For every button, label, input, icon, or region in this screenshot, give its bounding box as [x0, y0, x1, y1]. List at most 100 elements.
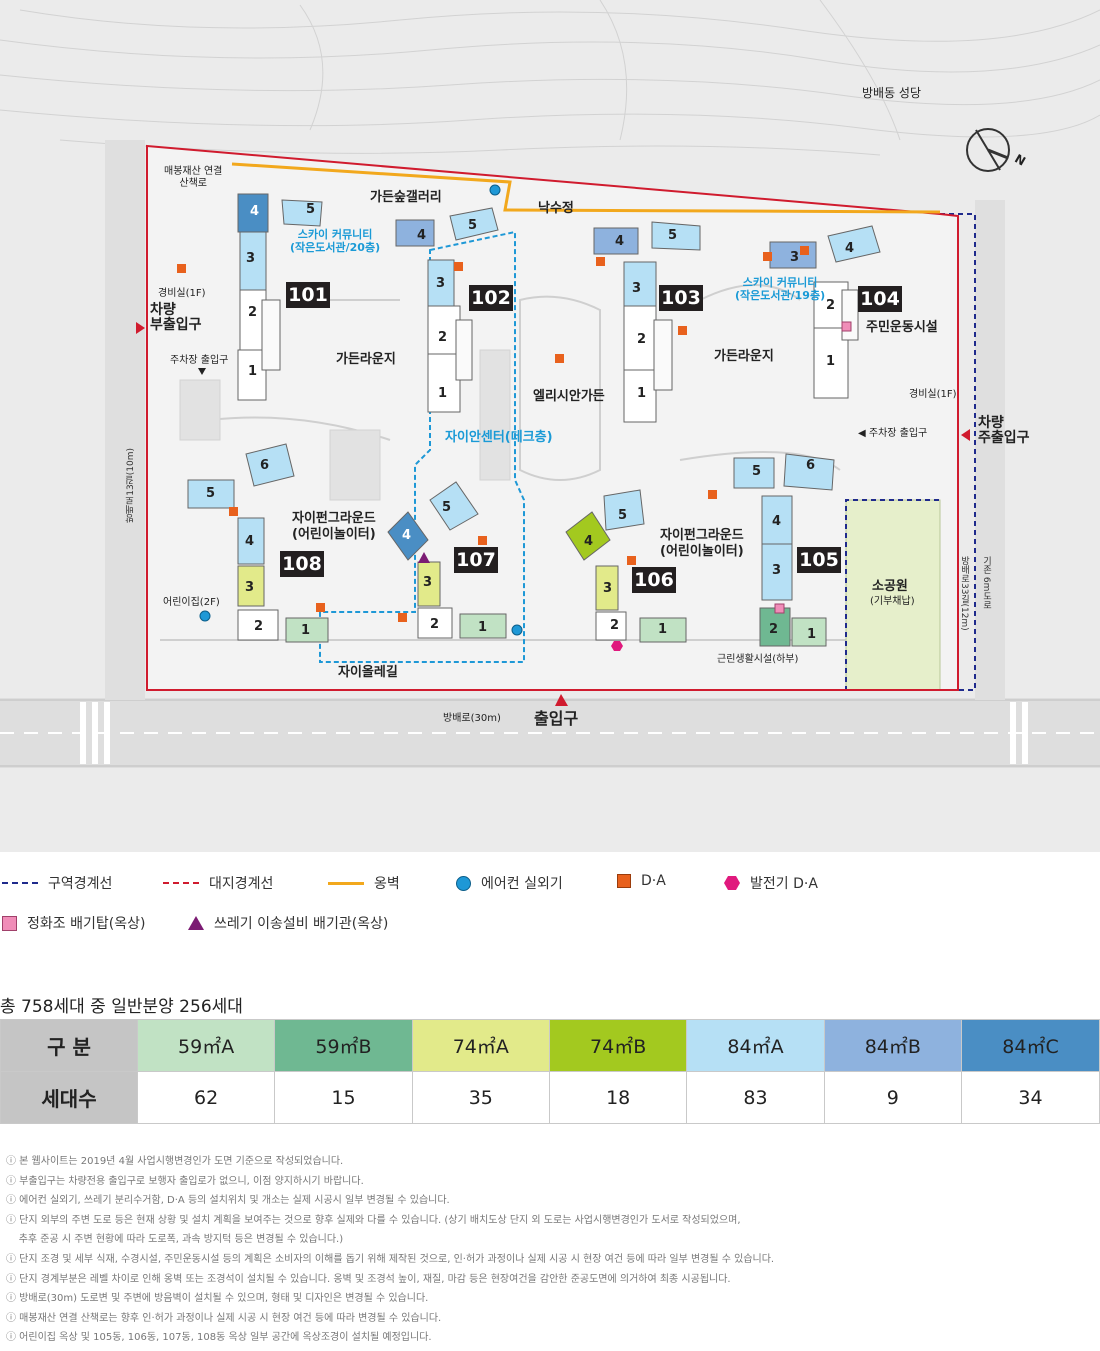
xi-center-label: 자이안센터(데크층) — [445, 430, 553, 445]
road-right-2-label: 기존 6m도로 — [981, 556, 991, 610]
unit-count-cell: 83 — [686, 1071, 825, 1124]
line-number: 5 — [206, 486, 216, 501]
line-number: 1 — [658, 622, 668, 637]
table-row: 세대수 62 15 35 18 83 9 34 — [0, 1071, 1100, 1124]
zone-boundary-line — [845, 213, 976, 691]
line-number: 5 — [306, 202, 316, 217]
compass-icon — [966, 128, 1010, 172]
road-right-label: 방배로33길(12m) — [959, 556, 969, 631]
line-number: 2 — [610, 618, 620, 633]
note-line: ⓘ 부출입구는 차량전용 출입구로 보행자 출입로가 없으니, 이점 양지하시기… — [6, 1175, 364, 1187]
line-number: 4 — [584, 534, 594, 549]
building-103 — [593, 221, 701, 423]
line-number: 5 — [618, 508, 628, 523]
line-number: 5 — [468, 218, 478, 233]
unit-type-cell: 74㎡B — [548, 1019, 688, 1072]
line-number: 2 — [254, 619, 264, 634]
legend-label: 발전기 D·A — [750, 876, 818, 892]
line-number: 3 — [436, 276, 446, 291]
line-number: 2 — [637, 332, 647, 347]
hexagon-icon — [724, 876, 740, 890]
small-park-area — [845, 499, 941, 691]
playground-1-label: 자이펀그라운드 (어린이놀이터) — [292, 511, 376, 542]
garden-lounge-1-label: 가든라운지 — [336, 352, 396, 367]
line-number: 2 — [769, 622, 779, 637]
retail-label: 근린생활시설(하부) — [717, 654, 799, 665]
legend-site-boundary: 대지경계선 — [163, 873, 273, 893]
site-boundary-line — [146, 144, 959, 691]
building-102 — [395, 207, 499, 413]
parking-arrow — [198, 368, 206, 375]
parking-entrance-2-label: ◀ 주차장 출입구 — [858, 428, 928, 439]
unit-count-cell: 9 — [823, 1071, 963, 1124]
line-number: 2 — [438, 330, 448, 345]
note-line: ⓘ 방배로(30m) 도로변 및 주변에 방음벽이 설치될 수 있으며, 형태 … — [6, 1293, 429, 1305]
note-line: ⓘ 본 웹사이트는 2019년 4월 사업시행변경인가 도면 기준으로 작성되었… — [6, 1156, 344, 1167]
guard-house-2-label: 경비실(1F) — [909, 389, 957, 400]
elysian-garden-label: 엘리시안가든 — [533, 389, 605, 404]
building-101 — [237, 193, 323, 401]
legend-label: 에어컨 실외기 — [481, 876, 563, 892]
note-line: ⓘ 매봉재산 연결 산책로는 향후 인·허가 과정이나 실제 시공 시 현장 여… — [6, 1312, 442, 1324]
line-number: 4 — [245, 534, 255, 549]
line-number: 4 — [402, 528, 412, 543]
garbage-marker — [418, 552, 430, 563]
line-number: 4 — [772, 514, 782, 529]
building-108 — [187, 443, 329, 643]
garden-lounge-2-label: 가든라운지 — [714, 349, 774, 364]
unit-count-cell: 34 — [961, 1071, 1100, 1124]
site-plan-map: N 방배동 성당 매봉재산 연결 산책로 가든숲갤러리 낙수정 스카이 커뮤니티… — [0, 0, 1100, 852]
aircon-swatch-icon — [456, 875, 471, 891]
line-number: 6 — [260, 458, 270, 473]
line-number: 1 — [807, 627, 817, 642]
note-line: ⓘ 에어컨 실외기, 쓰레기 분리수거함, D·A 등의 설치위치 및 개소는 … — [6, 1195, 450, 1207]
unit-type-cell: 59㎡A — [136, 1019, 276, 1072]
left-road — [105, 140, 145, 700]
building-108-number: 108 — [280, 551, 324, 577]
line-number: 1 — [826, 354, 836, 369]
line-number: 3 — [423, 575, 433, 590]
table-row-label: 세대수 — [0, 1071, 138, 1124]
site-plan-drawing — [0, 0, 1100, 768]
small-park-sub-label: (기부채납) — [870, 596, 915, 607]
legend-aircon: 에어컨 실외기 — [456, 873, 563, 893]
note-line: ⓘ 단지 경계부분은 레벨 차이로 인해 옹벽 또는 조경석이 설치될 수 있습… — [6, 1273, 731, 1285]
trail-label: 매봉재산 연결 산책로 — [164, 166, 223, 189]
wall-line-swatch — [328, 881, 364, 885]
legend-label: 정화조 배기탑(옥상) — [27, 916, 146, 932]
line-number: 3 — [772, 563, 782, 578]
household-summary: 총 758세대 중 일반분양 256세대 — [0, 997, 243, 1017]
contour-lines — [0, 0, 1100, 156]
da-markers — [177, 246, 809, 622]
line-number: 5 — [668, 228, 678, 243]
generator-marker — [611, 641, 623, 651]
legend-da: D·A — [617, 873, 666, 889]
line-number: 5 — [752, 464, 762, 479]
note-line: ⓘ 어린이집 옥상 및 105동, 106동, 107동, 108동 옥상 일부… — [6, 1332, 432, 1344]
unit-count-cell: 62 — [136, 1071, 276, 1124]
main-entrance-label: 출입구 — [534, 709, 579, 728]
aircon-markers — [199, 184, 523, 636]
line-number: 3 — [632, 281, 642, 296]
unit-count-cell: 35 — [411, 1071, 550, 1124]
legend-label: 대지경계선 — [209, 876, 274, 892]
daycare-label: 어린이집(2F) — [163, 597, 220, 608]
building-107 — [387, 481, 507, 639]
building-107-number: 107 — [454, 547, 498, 573]
line-number: 3 — [603, 581, 613, 596]
road-bottom-label: 방배로(30m) — [443, 713, 501, 724]
retaining-wall-line — [231, 162, 941, 214]
line-number: 5 — [442, 500, 452, 515]
line-number: 4 — [845, 241, 855, 256]
unit-count-cell: 18 — [548, 1071, 688, 1124]
car-main-entrance-arrow — [961, 429, 970, 441]
legend-septic: 정화조 배기탑(옥상) — [2, 913, 145, 933]
table-header-label: 구 분 — [0, 1019, 138, 1072]
vehicle-main-entrance-label: 차량 주출입구 — [978, 415, 1030, 447]
site-line-swatch — [163, 882, 199, 884]
line-number: 2 — [248, 305, 258, 320]
legend-generator: 발전기 D·A — [724, 873, 818, 893]
unit-type-cell: 74㎡A — [411, 1019, 550, 1072]
septic-markers — [774, 321, 852, 614]
fitness-facility-label: 주민운동시설 — [866, 320, 938, 335]
